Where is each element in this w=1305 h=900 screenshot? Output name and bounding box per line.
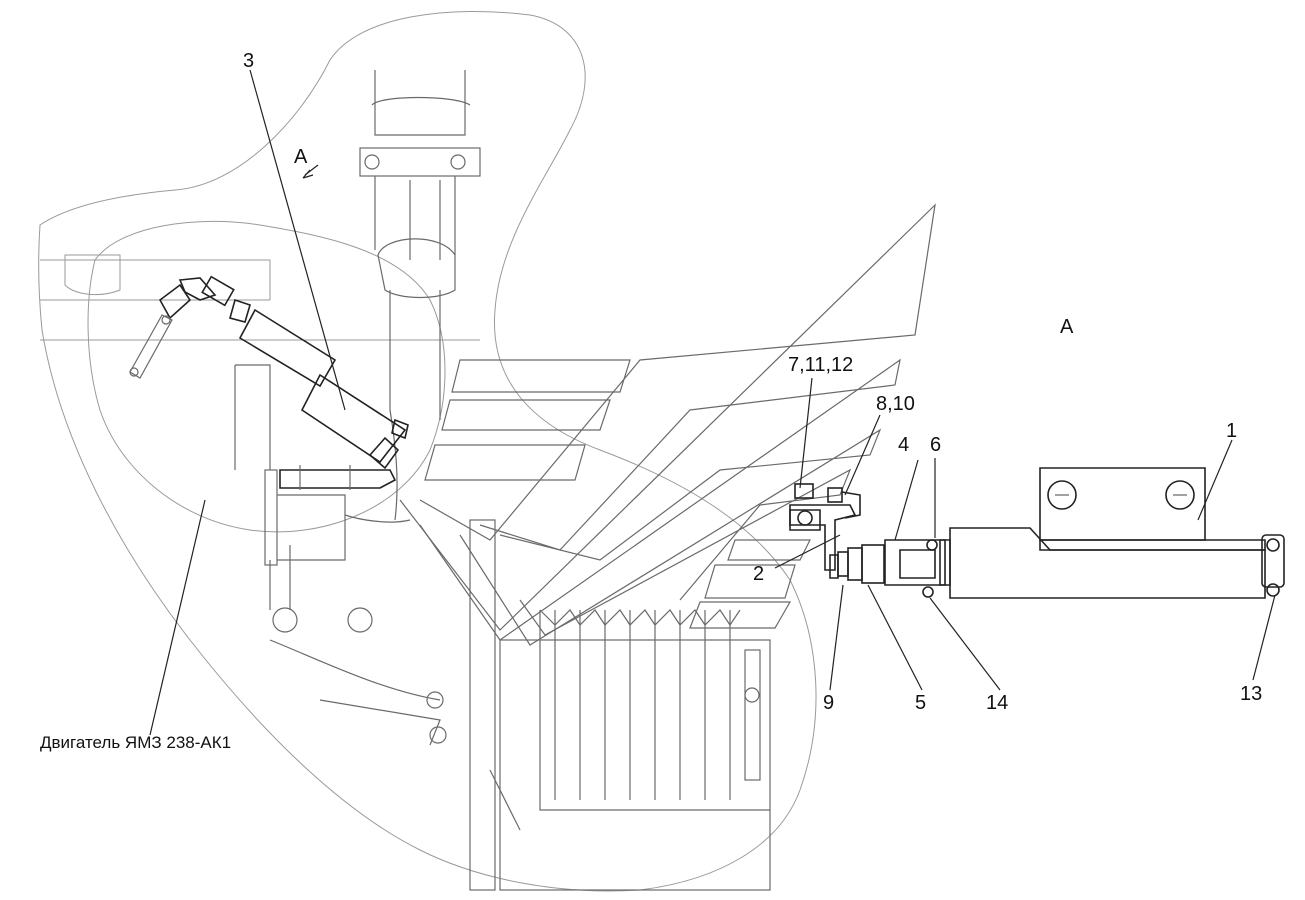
callout-14: 14: [986, 692, 1008, 714]
callout-5: 5: [915, 692, 926, 714]
callout-6: 6: [930, 434, 941, 456]
callout-2: 2: [753, 563, 764, 585]
radiator: [469, 519, 771, 891]
view-a-title: A: [1060, 316, 1074, 338]
section-chevrons: [399, 203, 936, 646]
engine-caption: Двигатель ЯМЗ 238-АК1: [40, 733, 231, 752]
callout-4: 4: [898, 434, 909, 456]
engine-outline: [38, 10, 817, 892]
flange: [234, 364, 447, 746]
leader-lines: [149, 69, 1276, 736]
callout-13: 13: [1240, 683, 1262, 705]
labels: 3 A A Двигатель ЯМЗ 238-АК1 7,11,12 8,10…: [40, 50, 1262, 752]
view-a-marker: A: [294, 146, 308, 168]
callout-3: 3: [243, 50, 254, 72]
callout-7-11-12: 7,11,12: [788, 354, 853, 376]
view-a-assembly: [789, 467, 1285, 599]
callout-9: 9: [823, 692, 834, 714]
actuator-3: [129, 275, 409, 490]
callout-1: 1: [1226, 420, 1237, 442]
callout-8-10: 8,10: [876, 393, 915, 415]
pipe-column: [359, 70, 481, 521]
